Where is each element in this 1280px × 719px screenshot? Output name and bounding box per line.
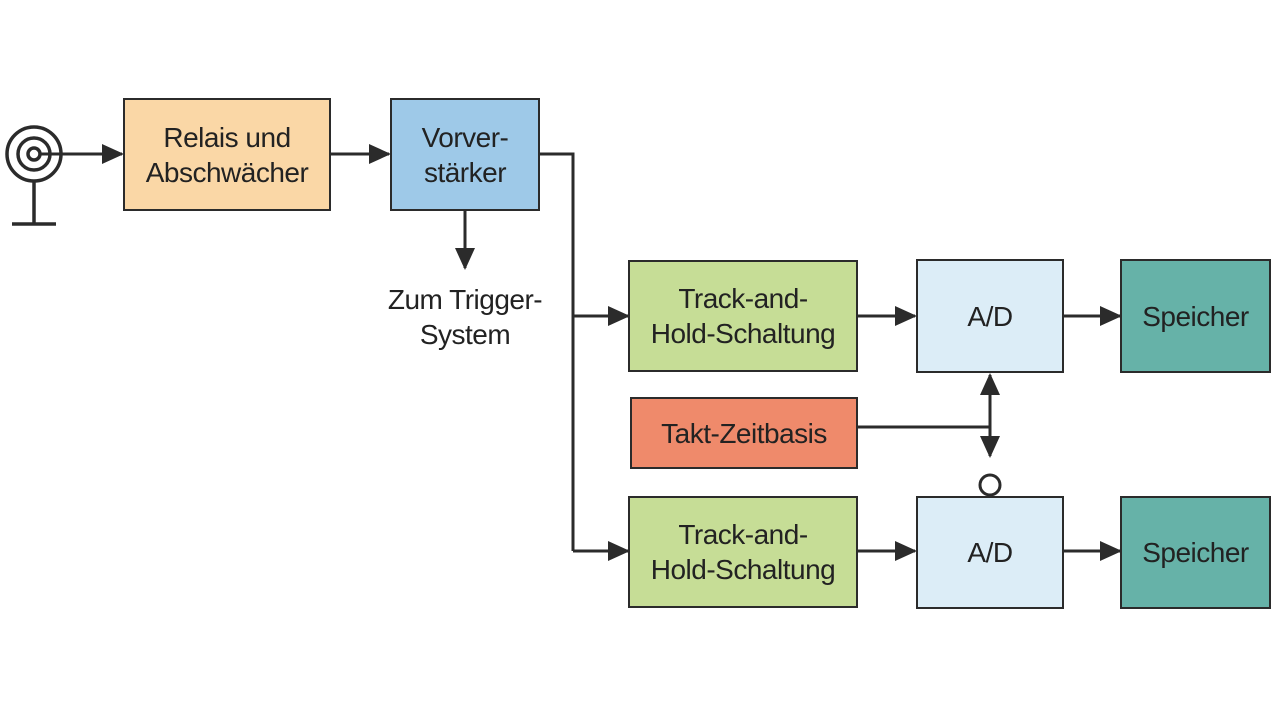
vorverstaerker-label: Vorver- stärker [421,121,509,188]
takt-zeitbasis-label: Takt-Zeitbasis [661,417,827,449]
track-hold-bottom-label: Track-and- Hold-Schaltung [650,519,836,585]
track-hold-bottom-block: Track-and- Hold-Schaltung [628,496,858,608]
ad-top-block: A/D [916,259,1064,373]
signal-split-line [540,152,575,551]
relais-block: Relais und Abschwächer [123,98,331,211]
antenna-icon [5,125,63,226]
ad-bottom-label: A/D [967,537,1013,568]
track-hold-top-block: Track-and- Hold-Schaltung [628,260,858,372]
speicher-bottom-label: Speicher [1142,537,1249,568]
inverter-circle [978,473,1002,497]
relais-label: Relais und Abschwächer [145,121,309,188]
ad-bottom-block: A/D [916,496,1064,609]
takt-zeitbasis-block: Takt-Zeitbasis [630,397,858,469]
vorverstaerker-block: Vorver- stärker [390,98,540,211]
ad-top-label: A/D [967,300,1013,332]
trigger-label: Zum Trigger- System [387,284,543,350]
track-hold-top-label: Track-and- Hold-Schaltung [650,283,836,349]
speicher-top-block: Speicher [1120,259,1271,373]
speicher-bottom-block: Speicher [1120,496,1271,609]
speicher-top-label: Speicher [1142,300,1249,332]
